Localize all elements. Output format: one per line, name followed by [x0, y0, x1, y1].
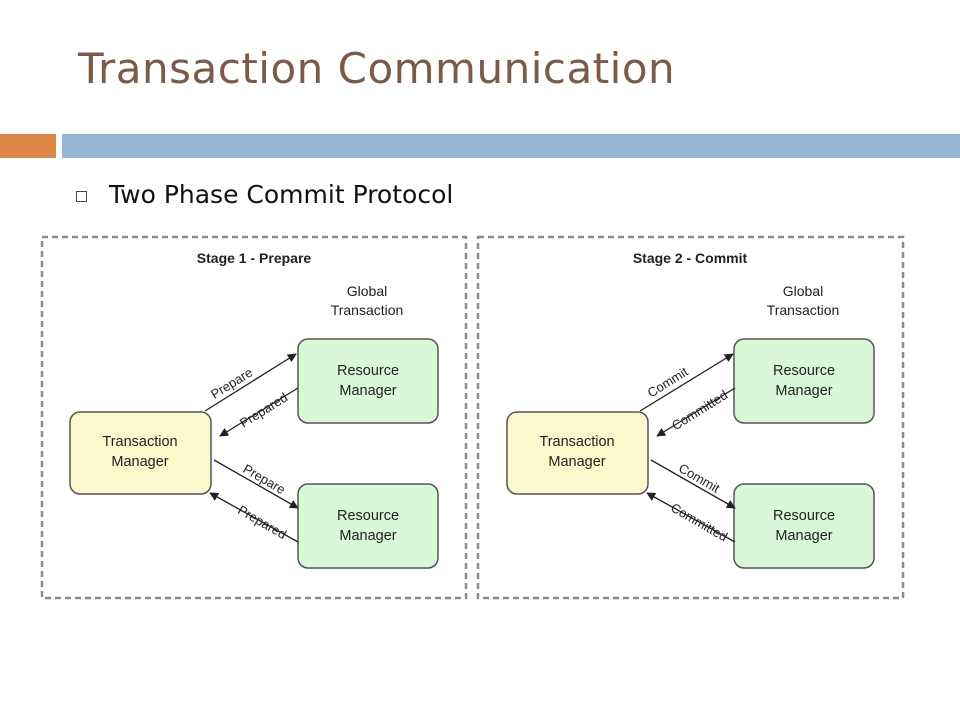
bullet-item: Two Phase Commit Protocol: [76, 180, 453, 209]
stage-prepare-arrow-request-bottom: [213, 459, 299, 509]
stage-commit-arrow-request-bottom: [650, 459, 736, 509]
stage-commit-global-label-line2: Transaction: [767, 302, 840, 318]
stage-prepare-global-label-line1: Global: [347, 283, 387, 299]
stage-prepare-label-request-top: Prepare: [208, 365, 255, 402]
stage-prepare-label-reply-bottom: Prepared: [235, 502, 289, 542]
stage-prepare: Stage 1 - Prepare Global Transaction Tra…: [40, 235, 468, 600]
stage-commit-resource-manager-top-line2: Manager: [775, 383, 832, 399]
stage-commit-resource-manager-bottom-line1: Resource: [773, 508, 835, 524]
stage-prepare-title: Stage 1 - Prepare: [197, 250, 312, 266]
stage-prepare-resource-manager-top: [297, 338, 439, 424]
stage-commit-resource-manager-bottom-line2: Manager: [775, 528, 832, 544]
stage-prepare-resource-manager-bottom-line2: Manager: [339, 528, 396, 544]
stage-commit-transaction-manager-line2: Manager: [548, 454, 605, 470]
stage-prepare-arrow-request-top: [204, 353, 297, 412]
stage-commit-label-request-top: Commit: [645, 364, 691, 401]
bullet-text: Two Phase Commit Protocol: [109, 180, 454, 209]
accent-bar-orange: [0, 134, 56, 158]
stage-commit-label-reply-bottom: Committed: [668, 500, 730, 544]
stage-prepare-global-label-line2: Transaction: [331, 302, 404, 318]
stage-prepare-resource-manager-top-line1: Resource: [337, 363, 399, 379]
stage-prepare-resource-manager-bottom-line1: Resource: [337, 508, 399, 524]
stage-commit-arrow-request-top: [639, 353, 734, 412]
stage-commit-resource-manager-top: [733, 338, 875, 424]
stage-prepare-frame: [40, 235, 468, 600]
stage-commit-arrow-reply-top: [656, 387, 736, 437]
stage-prepare-label-reply-top: Prepared: [237, 390, 290, 431]
stage-commit-resource-manager-bottom: [733, 483, 875, 569]
stage-commit-label-reply-top: Committed: [669, 387, 730, 433]
stage-commit-transaction-manager: [506, 411, 649, 495]
stage-commit-frame: [476, 235, 905, 600]
stage-prepare-arrow-reply-bottom: [209, 492, 299, 543]
stage-prepare-transaction-manager: [69, 411, 212, 495]
slide-title: Transaction Communication: [78, 44, 676, 93]
stage-prepare-resource-manager-bottom: [297, 483, 439, 569]
stage-commit-resource-manager-top-line1: Resource: [773, 363, 835, 379]
square-bullet-icon: [76, 191, 87, 202]
stage-prepare-transaction-manager-line1: Transaction: [102, 434, 177, 450]
stage-prepare-resource-manager-top-line2: Manager: [339, 383, 396, 399]
stage-commit-global-label-line1: Global: [783, 283, 823, 299]
stage-commit-transaction-manager-line1: Transaction: [539, 434, 614, 450]
stage-prepare-arrow-reply-top: [219, 387, 299, 437]
stage-prepare-transaction-manager-line2: Manager: [111, 454, 168, 470]
stage-commit-arrow-reply-bottom: [646, 492, 736, 543]
accent-bar-blue: [62, 134, 960, 158]
stage-commit-title: Stage 2 - Commit: [633, 250, 748, 266]
stage-commit: Stage 2 - Commit Global Transaction Tran…: [476, 235, 905, 600]
